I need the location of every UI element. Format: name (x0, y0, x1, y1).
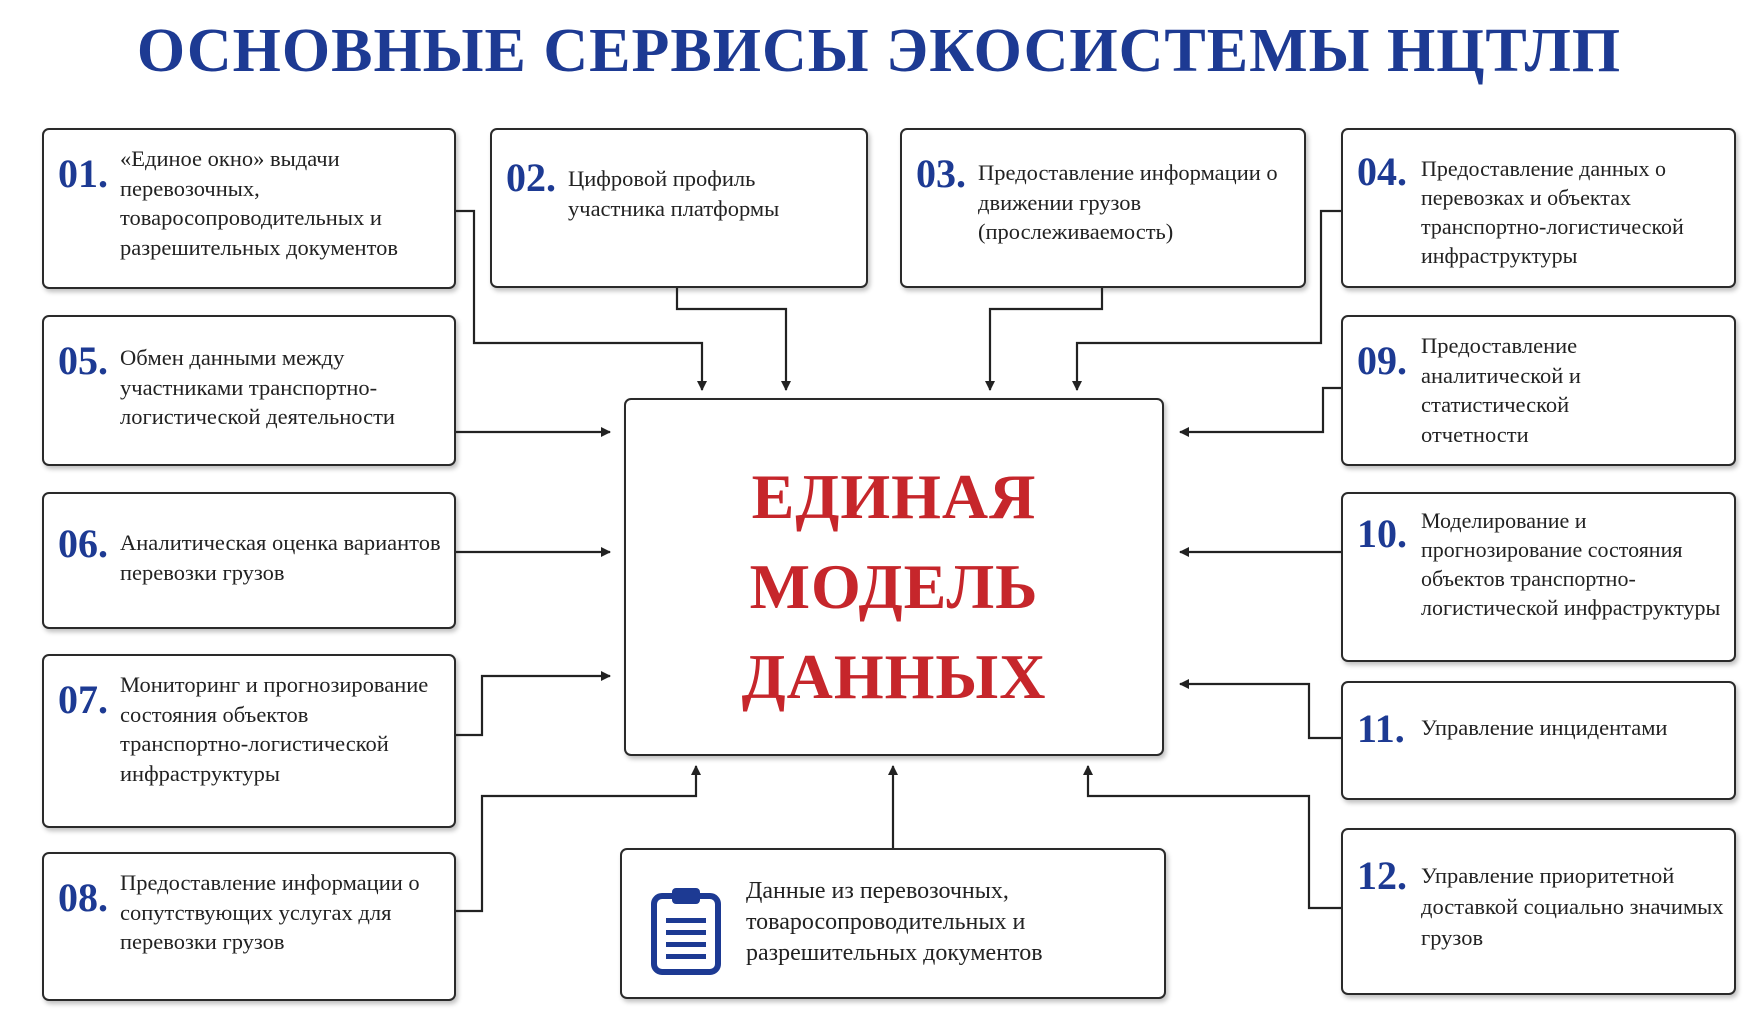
center-line-1: ЕДИНАЯ (751, 461, 1037, 532)
service-number: 09. (1357, 338, 1407, 383)
service-box-04: 04. Предоставление данных о перевозках и… (1341, 128, 1736, 288)
service-text: Мониторинг и прогнозирование состояния о… (120, 672, 429, 786)
service-box-08: 08. Предоставление информации о сопутств… (42, 852, 456, 1001)
connector-04 (1072, 209, 1341, 391)
service-box-10: 10. Моделирование и прогнозирование сост… (1341, 492, 1736, 662)
service-text: Предоставление информации о движении гру… (978, 160, 1278, 244)
service-text: «Единое окно» выдачи перевозочных, товар… (120, 146, 399, 260)
service-number: 04. (1357, 149, 1407, 194)
center-line-3: ДАННЫХ (741, 641, 1047, 712)
connector-07 (456, 671, 611, 737)
service-text: Предоставление информации о сопутствующи… (120, 870, 420, 954)
service-text: Управление приоритетной доставкой социал… (1421, 863, 1724, 950)
service-number: 06. (58, 521, 108, 566)
service-number: 10. (1357, 511, 1407, 556)
page-title: ОСНОВНЫЕ СЕРВИСЫ ЭКОСИСТЕМЫ НЦТЛП (136, 17, 1622, 85)
service-box-07: 07. Мониторинг и прогнозирование состоян… (42, 654, 456, 828)
unified-data-model-box: ЕДИНАЯ МОДЕЛЬ ДАННЫХ (624, 398, 1164, 756)
service-box-11: 11. Управление инцидентами (1341, 681, 1736, 800)
connector-12 (1083, 765, 1341, 910)
source-documents-text: Данные из перевозочных, товаросопроводит… (746, 878, 1043, 966)
service-text: Цифровой профиль участника платформы (568, 166, 780, 221)
service-box-01: 01. «Единое окно» выдачи перевозочных, т… (42, 128, 456, 289)
service-number: 03. (916, 151, 966, 196)
service-number: 01. (58, 151, 108, 196)
service-number: 12. (1357, 853, 1407, 898)
service-box-03: 03. Предоставление информации о движении… (900, 128, 1306, 288)
service-box-05: 05. Обмен данными между участниками тран… (42, 315, 456, 466)
connector-01 (456, 209, 707, 391)
connector-08 (456, 765, 701, 913)
service-number: 02. (506, 155, 556, 200)
connector-03 (985, 288, 1104, 391)
service-number: 07. (58, 677, 108, 722)
service-text: Управление инцидентами (1421, 715, 1668, 740)
service-text: Аналитическая оценка вариантов перевозки… (120, 530, 441, 585)
connector-09 (1179, 386, 1341, 437)
service-box-12: 12. Управление приоритетной доставкой со… (1341, 828, 1736, 995)
unified-data-model-label: ЕДИНАЯ МОДЕЛЬ ДАННЫХ (626, 452, 1162, 722)
clipboard-icon (651, 888, 721, 975)
service-text: Предоставление аналитической и статистич… (1421, 333, 1581, 447)
service-box-09: 09. Предоставление аналитической и стати… (1341, 315, 1736, 466)
center-line-2: МОДЕЛЬ (749, 551, 1039, 622)
source-documents-box: Данные из перевозочных, товаросопроводит… (620, 848, 1166, 999)
service-box-02: 02. Цифровой профиль участника платформы (490, 128, 868, 288)
service-box-06: 06. Аналитическая оценка вариантов перев… (42, 492, 456, 629)
service-text: Моделирование и прогнозирование состояни… (1421, 508, 1721, 620)
service-text: Предоставление данных о перевозках и объ… (1421, 156, 1684, 268)
service-number: 08. (58, 875, 108, 920)
connector-11 (1179, 679, 1341, 740)
service-text: Обмен данными между участниками транспор… (120, 345, 395, 429)
service-number: 05. (58, 338, 108, 383)
service-number: 11. (1357, 706, 1405, 751)
connector-02 (675, 288, 791, 391)
